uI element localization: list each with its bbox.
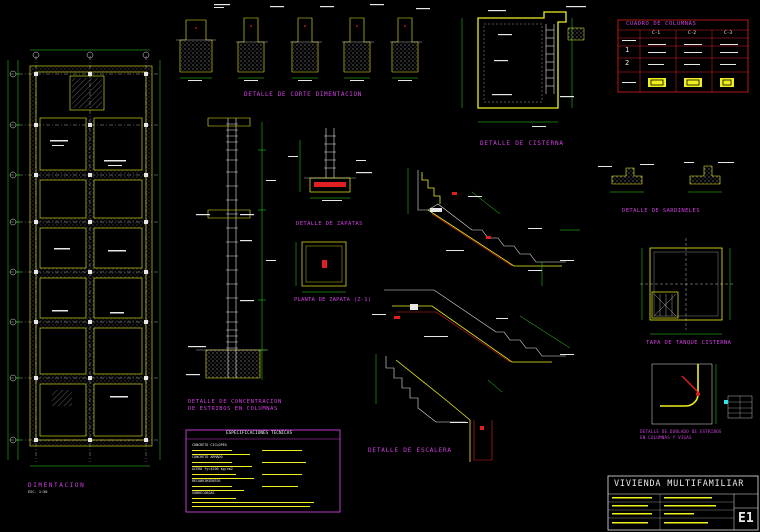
spec-line-2: CONCRETO ARMADO [192,455,223,459]
cuadro-header-c3: C-3 [724,31,733,36]
cuadro-row-1: 1 [625,46,630,54]
label-detalle-doblado-1: DETALLE DE DOBLADO DE ESTRIBOS [640,429,722,434]
label-detalle-doblado-2: EN COLUMNAS Y VIGAS [640,435,692,440]
label-detalle-corte: DETALLE DE CORTE DIMENTACION [244,91,362,98]
spec-line-1: CONCRETO CICLOPEO [192,443,227,447]
label-planta-zapata: PLANTA DE ZAPATA (Z-1) [294,297,372,303]
label-detalle-cisterna: DETALLE DE CISTERNA [480,140,564,147]
sardineles-detail [598,162,734,193]
cuadro-header-c1: C-1 [652,31,661,36]
cisterna-detail [461,6,586,127]
label-especificaciones: ESPECIFICACIONES TECNICAS [226,431,293,436]
label-detalle-concentracion-1: DETALLE DE CONCENTRACION [188,399,282,405]
cuadro-title: CUADRO DE COLUMNAS [626,21,697,27]
cuadro-row-2: 2 [625,59,630,67]
cuadro-header-c2: C-2 [688,31,697,36]
spec-line-5: SOBRECARGAS [192,491,215,495]
zapata-detail [288,128,372,201]
label-tapa-tanque: TAPA DE TANQUE CISTERNA [646,340,732,346]
spec-line-4: RECUBRIMIENTOS [192,479,221,483]
label-detalle-escalera: DETALLE DE ESCALERA [368,447,452,454]
foundation-plan [7,49,161,467]
doblado-estribos [651,363,753,425]
escalera-detail [372,168,580,462]
label-detalle-concentracion-2: DE ESTRIBOS EN COLUMNAS [188,406,278,412]
tapa-tanque [640,238,734,335]
title-block-sheet: E1 [738,511,754,526]
title-block [607,475,759,531]
spec-line-3: ACERO fy=4200 kg/cm2 [192,467,233,471]
cuadro-columnas-table [617,19,749,93]
column-stirrup-detail [186,117,276,380]
label-scale-plan: ESC. 1:50 [28,490,48,494]
especificaciones-box [185,429,341,513]
corte-dimentacion-sections [176,4,430,81]
label-detalle-zapatas: DETALLE DE ZAPATAS [296,221,363,227]
label-dimentacion: DIMENTACION [28,482,86,489]
planta-zapata [295,241,347,293]
title-block-project: VIVIENDA MULTIFAMILIAR [614,479,745,489]
label-detalle-sardineles: DETALLE DE SARDINELES [622,208,700,214]
